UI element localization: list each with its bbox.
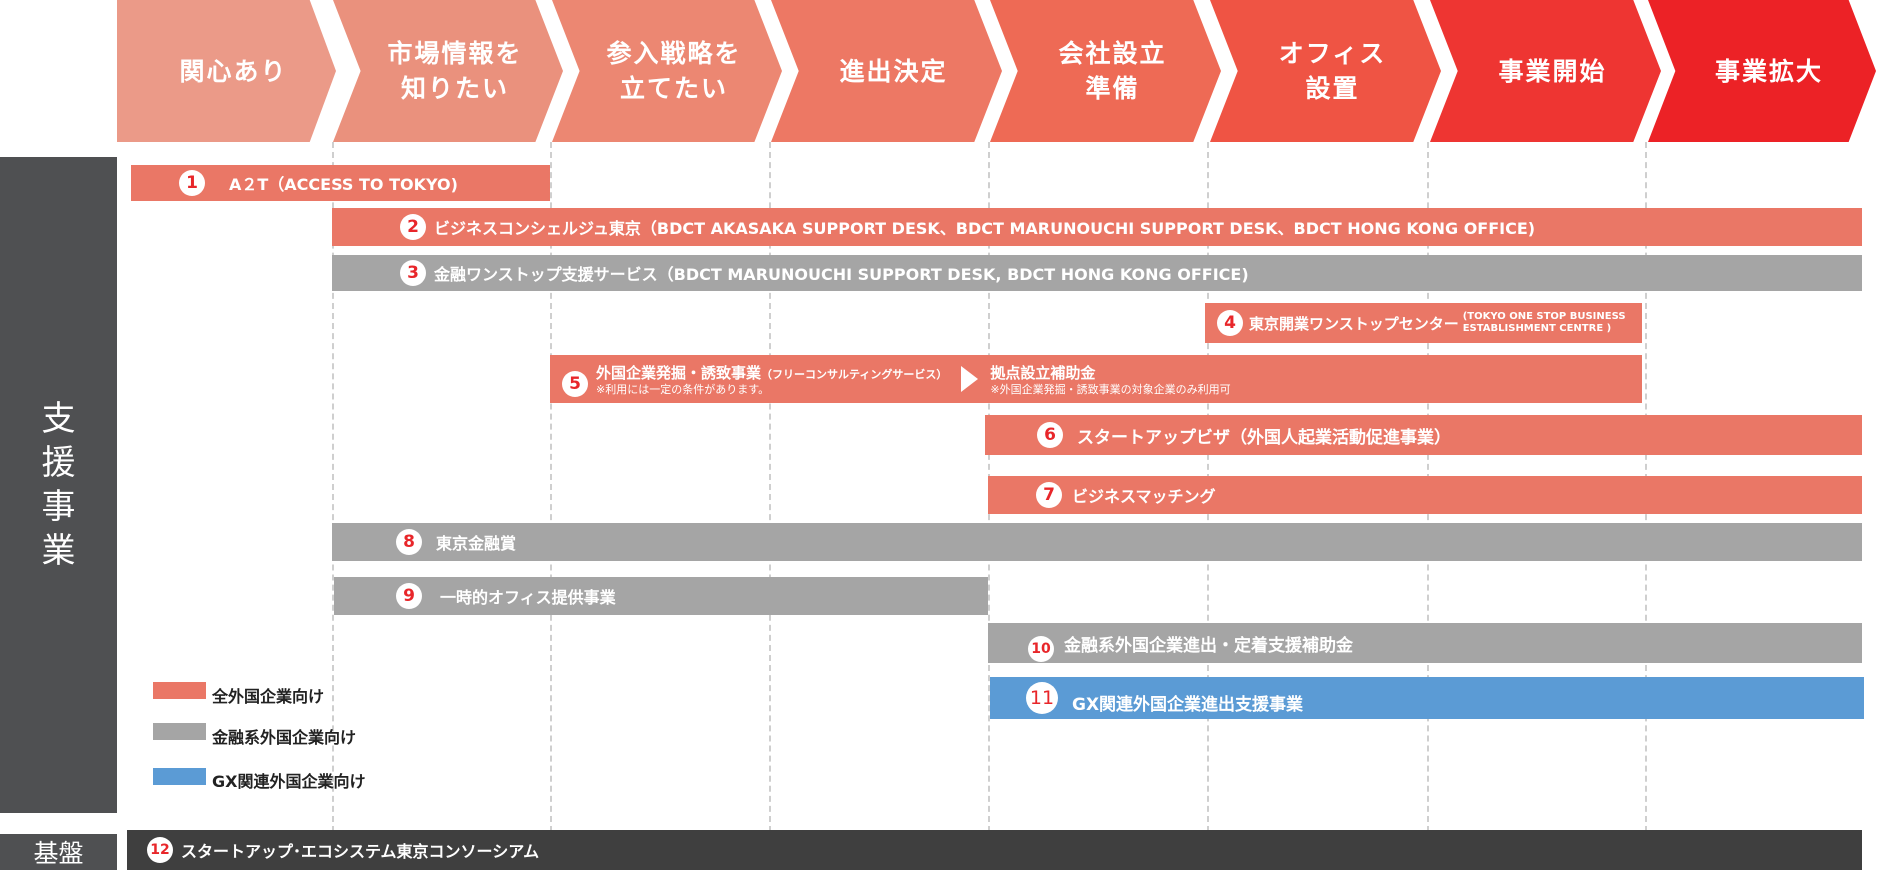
legend-swatch-all (153, 682, 206, 699)
program-label: ビジネスコンシェルジュ東京（BDCT AKASAKA SUPPORT DESK、… (434, 219, 1536, 238)
program-label: 外国企業発掘・誘致事業 (596, 363, 762, 382)
legend-label-all: 全外国企業向け (212, 687, 325, 706)
stage-business-start: 事業開始 (1430, 0, 1661, 142)
stage-label: 参入戦略を 立てたい (606, 39, 742, 103)
legend-swatch-finance (153, 723, 206, 740)
program-bar-1: 1 A２T（ACCESS TO TOKYO) (131, 165, 550, 201)
program-label: ビジネスマッチング (1072, 487, 1216, 506)
program-note: ※利用には一定の条件があります。 (596, 382, 770, 396)
program-number-badge: 12 (147, 837, 173, 863)
stage-label: 事業開始 (1498, 56, 1607, 86)
program-number-badge: 3 (400, 260, 426, 286)
foundation-label-text: 基盤 (33, 839, 84, 868)
program-label: スタートアップ･エコシステム東京コンソーシアム (181, 842, 540, 861)
program-number-badge: 5 (562, 371, 588, 397)
program-label: 一時的オフィス提供事業 (440, 588, 616, 607)
program-bar-5: 5 外国企業発掘・誘致事業 （フリーコンサルティングサービス） ※利用には一定の… (550, 355, 1642, 403)
program-number-badge: 8 (396, 529, 422, 555)
stage-entry-decision: 進出決定 (771, 0, 1002, 142)
program-number-badge: 7 (1036, 482, 1062, 508)
legend-label-finance: 金融系外国企業向け (212, 728, 357, 747)
program-bar-7: 7 ビジネスマッチング (988, 476, 1862, 514)
support-programs-label: 支援事業 (0, 157, 117, 813)
stage-market-info: 市場情報を 知りたい (333, 0, 563, 142)
program-label: 金融系外国企業進出・定着支援補助金 (1064, 635, 1353, 656)
program-sublabel: （フリーコンサルティングサービス） (761, 367, 948, 381)
foundation-label: 基盤 (0, 834, 117, 870)
program-number-badge: 10 (1028, 636, 1054, 662)
program-label: GX関連外国企業進出支援事業 (1072, 694, 1304, 715)
program-number-badge: 4 (1217, 310, 1243, 336)
stage-entry-strategy: 参入戦略を 立てたい (552, 0, 782, 142)
column-divider (550, 142, 552, 832)
arrow-right-icon (961, 366, 979, 392)
subsidy-label: 拠点設立補助金 (990, 363, 1096, 382)
program-5-text: 外国企業発掘・誘致事業 （フリーコンサルティングサービス） ※利用には一定の条件… (596, 362, 947, 397)
program-label: スタートアップビザ（外国人起業活動促進事業） (1077, 427, 1451, 448)
side-label-text: 支援事業 (41, 399, 76, 571)
program-sublabel: (TOKYO ONE STOP BUSINESS ESTABLISHMENT C… (1462, 311, 1626, 334)
program-label: 金融ワンストップ支援サービス（BDCT MARUNOUCHI SUPPORT D… (434, 265, 1249, 284)
program-number-badge: 6 (1037, 422, 1063, 448)
program-bar-3: 3 金融ワンストップ支援サービス（BDCT MARUNOUCHI SUPPORT… (332, 255, 1862, 291)
column-divider (769, 142, 771, 832)
program-label: 東京開業ワンストップセンター (1249, 314, 1459, 333)
program-number-badge: 1 (179, 170, 205, 196)
legend-label-gx: GX関連外国企業向け (212, 772, 366, 791)
stage-label: 進出決定 (839, 56, 948, 86)
program-bar-9: 9 一時的オフィス提供事業 (334, 577, 988, 615)
program-bar-8: 8 東京金融賞 (332, 523, 1862, 561)
program-5-next-text: 拠点設立補助金 ※外国企業発掘・誘致事業の対象企業のみ利用可 (990, 362, 1230, 397)
program-label: A２T（ACCESS TO TOKYO) (229, 175, 458, 194)
stage-company-setup: 会社設立 準備 (990, 0, 1221, 142)
program-label: 東京金融賞 (436, 534, 517, 553)
stage-business-expansion: 事業拡大 (1648, 0, 1876, 142)
stage-label: 市場情報を 知りたい (387, 39, 523, 103)
legend-swatch-gx (153, 768, 206, 785)
program-bar-4: 4 東京開業ワンストップセンター (TOKYO ONE STOP BUSINES… (1205, 303, 1642, 343)
program-number-badge: 11 (1026, 682, 1058, 714)
program-bar-6: 6 スタートアップビザ（外国人起業活動促進事業） (985, 415, 1862, 455)
program-bar-10: 10 金融系外国企業進出・定着支援補助金 (988, 623, 1862, 663)
program-bar-12: 12 スタートアップ･エコシステム東京コンソーシアム (127, 830, 1862, 870)
stage-label: 会社設立 準備 (1058, 39, 1167, 103)
stage-label: オフィス 設置 (1278, 39, 1387, 103)
stage-label: 事業拡大 (1714, 56, 1823, 86)
subsidy-note: ※外国企業発掘・誘致事業の対象企業のみ利用可 (990, 382, 1231, 396)
program-number-badge: 2 (400, 214, 426, 240)
program-bar-2: 2 ビジネスコンシェルジュ東京（BDCT AKASAKA SUPPORT DES… (332, 208, 1862, 246)
stage-office-setup: オフィス 設置 (1210, 0, 1441, 142)
program-bar-11: 11 GX関連外国企業進出支援事業 (990, 677, 1864, 719)
stage-label: 関心あり (179, 56, 288, 86)
program-number-badge: 9 (396, 583, 422, 609)
program-5-title-row: 外国企業発掘・誘致事業 （フリーコンサルティングサービス） (596, 362, 947, 383)
column-divider (332, 142, 334, 832)
stage-interest: 関心あり (117, 0, 336, 142)
